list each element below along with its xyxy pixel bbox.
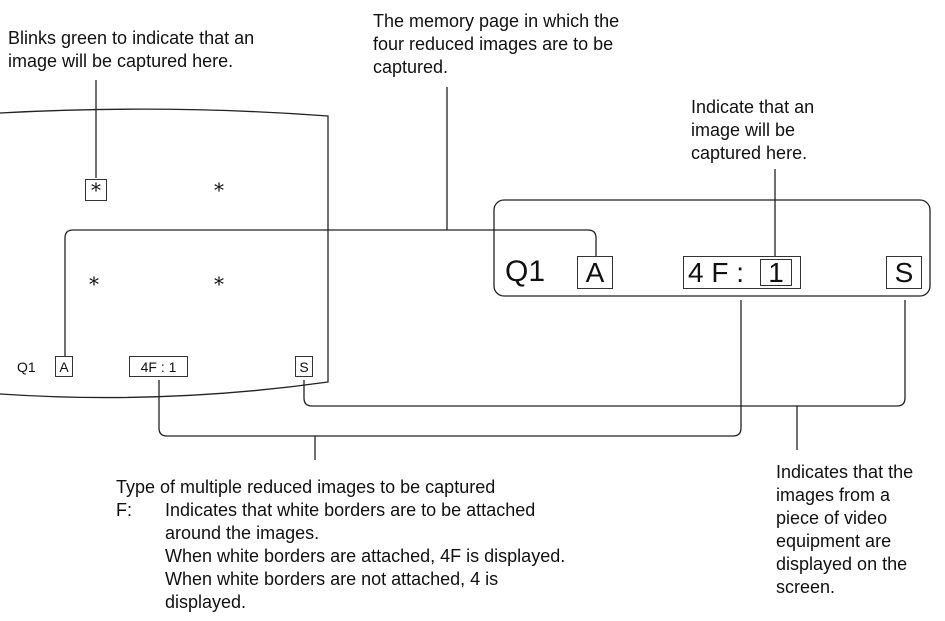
indicate-line-2: image will be: [691, 120, 796, 140]
screen-outline: [0, 108, 329, 399]
indicate-line-1: Indicate that an: [691, 97, 815, 117]
memory-line-2: four reduced images are to be: [373, 34, 614, 54]
capture-marker-3: *: [89, 272, 99, 296]
source-line-2: images from a: [776, 485, 891, 505]
source-line-6: screen.: [776, 577, 836, 597]
memory-bracket: [64, 229, 597, 356]
screen-source-indicator: S: [295, 356, 313, 377]
type-line-2: around the images.: [165, 523, 320, 543]
blink-line-1: Blinks green to indicate that an: [8, 28, 255, 48]
enlarged-position-indicator: 1: [760, 257, 792, 288]
memory-line-3: captured.: [373, 57, 449, 77]
enlarged-source-indicator: S: [886, 256, 922, 289]
type-prefix: F:: [116, 500, 132, 520]
type-line-4: When white borders are not attached, 4 i…: [165, 569, 499, 589]
enlarged-memory-page: A: [577, 256, 613, 289]
source-line-1: Indicates that the: [776, 462, 914, 482]
source-line-3: piece of video: [776, 508, 888, 528]
indicate-line-3: captured here.: [691, 143, 808, 163]
capture-marker-4: *: [214, 272, 224, 296]
enlarged-display-box: [493, 199, 931, 297]
memory-line-1: The memory page in which the: [373, 11, 620, 31]
source-line-4: equipment are: [776, 531, 892, 551]
type-line-3: When white borders are attached, 4F is d…: [165, 546, 566, 566]
screen-q1-label: Q1: [17, 359, 36, 375]
type-line-1: Indicates that white borders are to be a…: [165, 500, 536, 520]
blinking-marker: *: [85, 178, 107, 202]
enlarged-mode-indicator: 4 F :: [683, 256, 801, 289]
capture-marker-2: *: [214, 178, 224, 202]
type-line-5: displayed.: [165, 592, 247, 612]
enlarged-mode-prefix: 4 F :: [688, 256, 745, 288]
screen-mode-indicator: 4F : 1: [129, 356, 188, 377]
type-heading: Type of multiple reduced images to be ca…: [116, 477, 496, 497]
screen-memory-page: A: [55, 356, 73, 377]
type-bracket: [158, 300, 742, 437]
enlarged-q1-label: Q1: [505, 255, 546, 288]
source-line-5: displayed on the: [776, 554, 908, 574]
blink-line-2: image will be captured here.: [8, 51, 234, 71]
source-bracket: [303, 300, 906, 407]
